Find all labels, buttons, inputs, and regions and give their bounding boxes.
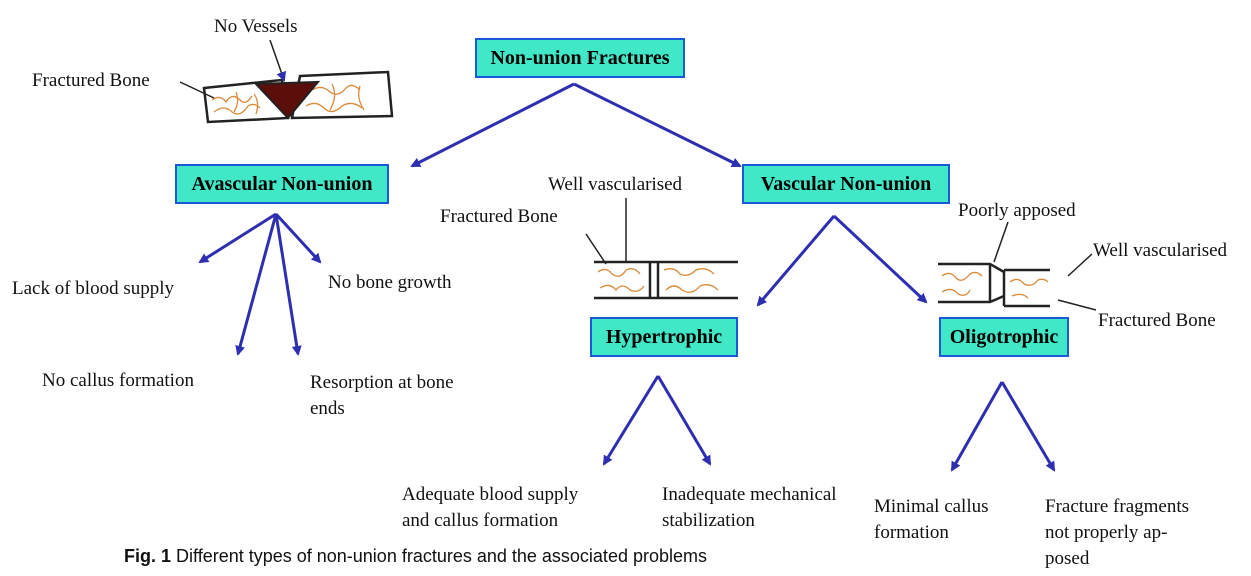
label-inadequate-line2: stabilization xyxy=(662,508,755,534)
arrow-root-to-vascular xyxy=(574,84,740,166)
label-lack-of-blood-supply: Lack of blood supply xyxy=(12,276,174,302)
label-no-callus-formation: No callus formation xyxy=(42,368,194,394)
label-well-vascularised-2: Well vascularised xyxy=(1093,238,1227,264)
node-non-union-fractures: Non-union Fractures xyxy=(475,38,685,78)
label-fractured-bone-2: Fractured Bone xyxy=(440,204,558,230)
label-fragments-line1: Fracture fragments xyxy=(1045,494,1189,520)
label-minimal-line1: Minimal callus xyxy=(874,494,989,520)
label-fragments-line2: not properly ap- xyxy=(1045,520,1167,546)
pointer-well-vascularised-2 xyxy=(1068,254,1092,276)
node-avascular-non-union: Avascular Non-union xyxy=(175,164,389,204)
label-inadequate-line1: Inadequate mechanical xyxy=(662,482,837,508)
label-no-bone-growth: No bone growth xyxy=(328,270,451,296)
arrow-hyper-inadequate xyxy=(658,376,710,464)
label-no-vessels: No Vessels xyxy=(214,14,298,40)
avascular-arrows xyxy=(200,214,320,354)
label-resorption-line2: ends xyxy=(310,396,345,422)
label-poorly-apposed: Poorly apposed xyxy=(958,198,1076,224)
pointer-no-vessels xyxy=(270,40,284,80)
hypertrophic-arrows xyxy=(604,376,710,464)
arrow-hyper-adequate xyxy=(604,376,658,464)
root-arrows xyxy=(412,84,740,166)
node-vascular-non-union: Vascular Non-union xyxy=(742,164,950,204)
oligotrophic-arrows xyxy=(952,382,1054,470)
label-fragments-line3: posed xyxy=(1045,546,1089,572)
vessel-lines-3 xyxy=(942,272,1048,298)
pointer-fractured-bone-3 xyxy=(1058,300,1096,310)
node-oligotrophic: Oligotrophic xyxy=(939,317,1069,357)
arrow-root-to-avascular xyxy=(412,84,574,166)
arrow-oligo-fragments xyxy=(1002,382,1054,470)
label-fractured-bone-1: Fractured Bone xyxy=(32,68,150,94)
arrow-vascular-oligotrophic xyxy=(834,216,926,302)
pointer-poorly-apposed xyxy=(994,222,1008,262)
arrow-vascular-hypertrophic xyxy=(758,216,834,305)
avascular-bone-illustration xyxy=(180,40,392,122)
arrow-oligo-minimal xyxy=(952,382,1002,470)
label-minimal-line2: formation xyxy=(874,520,949,546)
oligotrophic-bone-illustration xyxy=(938,222,1096,310)
caption-prefix: Fig. 1 xyxy=(124,546,171,566)
node-hypertrophic: Hypertrophic xyxy=(590,317,738,357)
caption-text: Different types of non-union fractures a… xyxy=(171,546,707,566)
hypertrophic-bone-illustration xyxy=(586,198,738,298)
vascular-arrows xyxy=(758,216,926,305)
label-adequate-line2: and callus formation xyxy=(402,508,558,534)
label-fractured-bone-3: Fractured Bone xyxy=(1098,308,1216,334)
pointer-fractured-bone-2 xyxy=(586,234,606,264)
label-well-vascularised-1: Well vascularised xyxy=(548,172,682,198)
figure-caption: Fig. 1 Different types of non-union frac… xyxy=(124,546,707,567)
label-resorption-line1: Resorption at bone xyxy=(310,370,454,396)
label-adequate-line1: Adequate blood supply xyxy=(402,482,578,508)
